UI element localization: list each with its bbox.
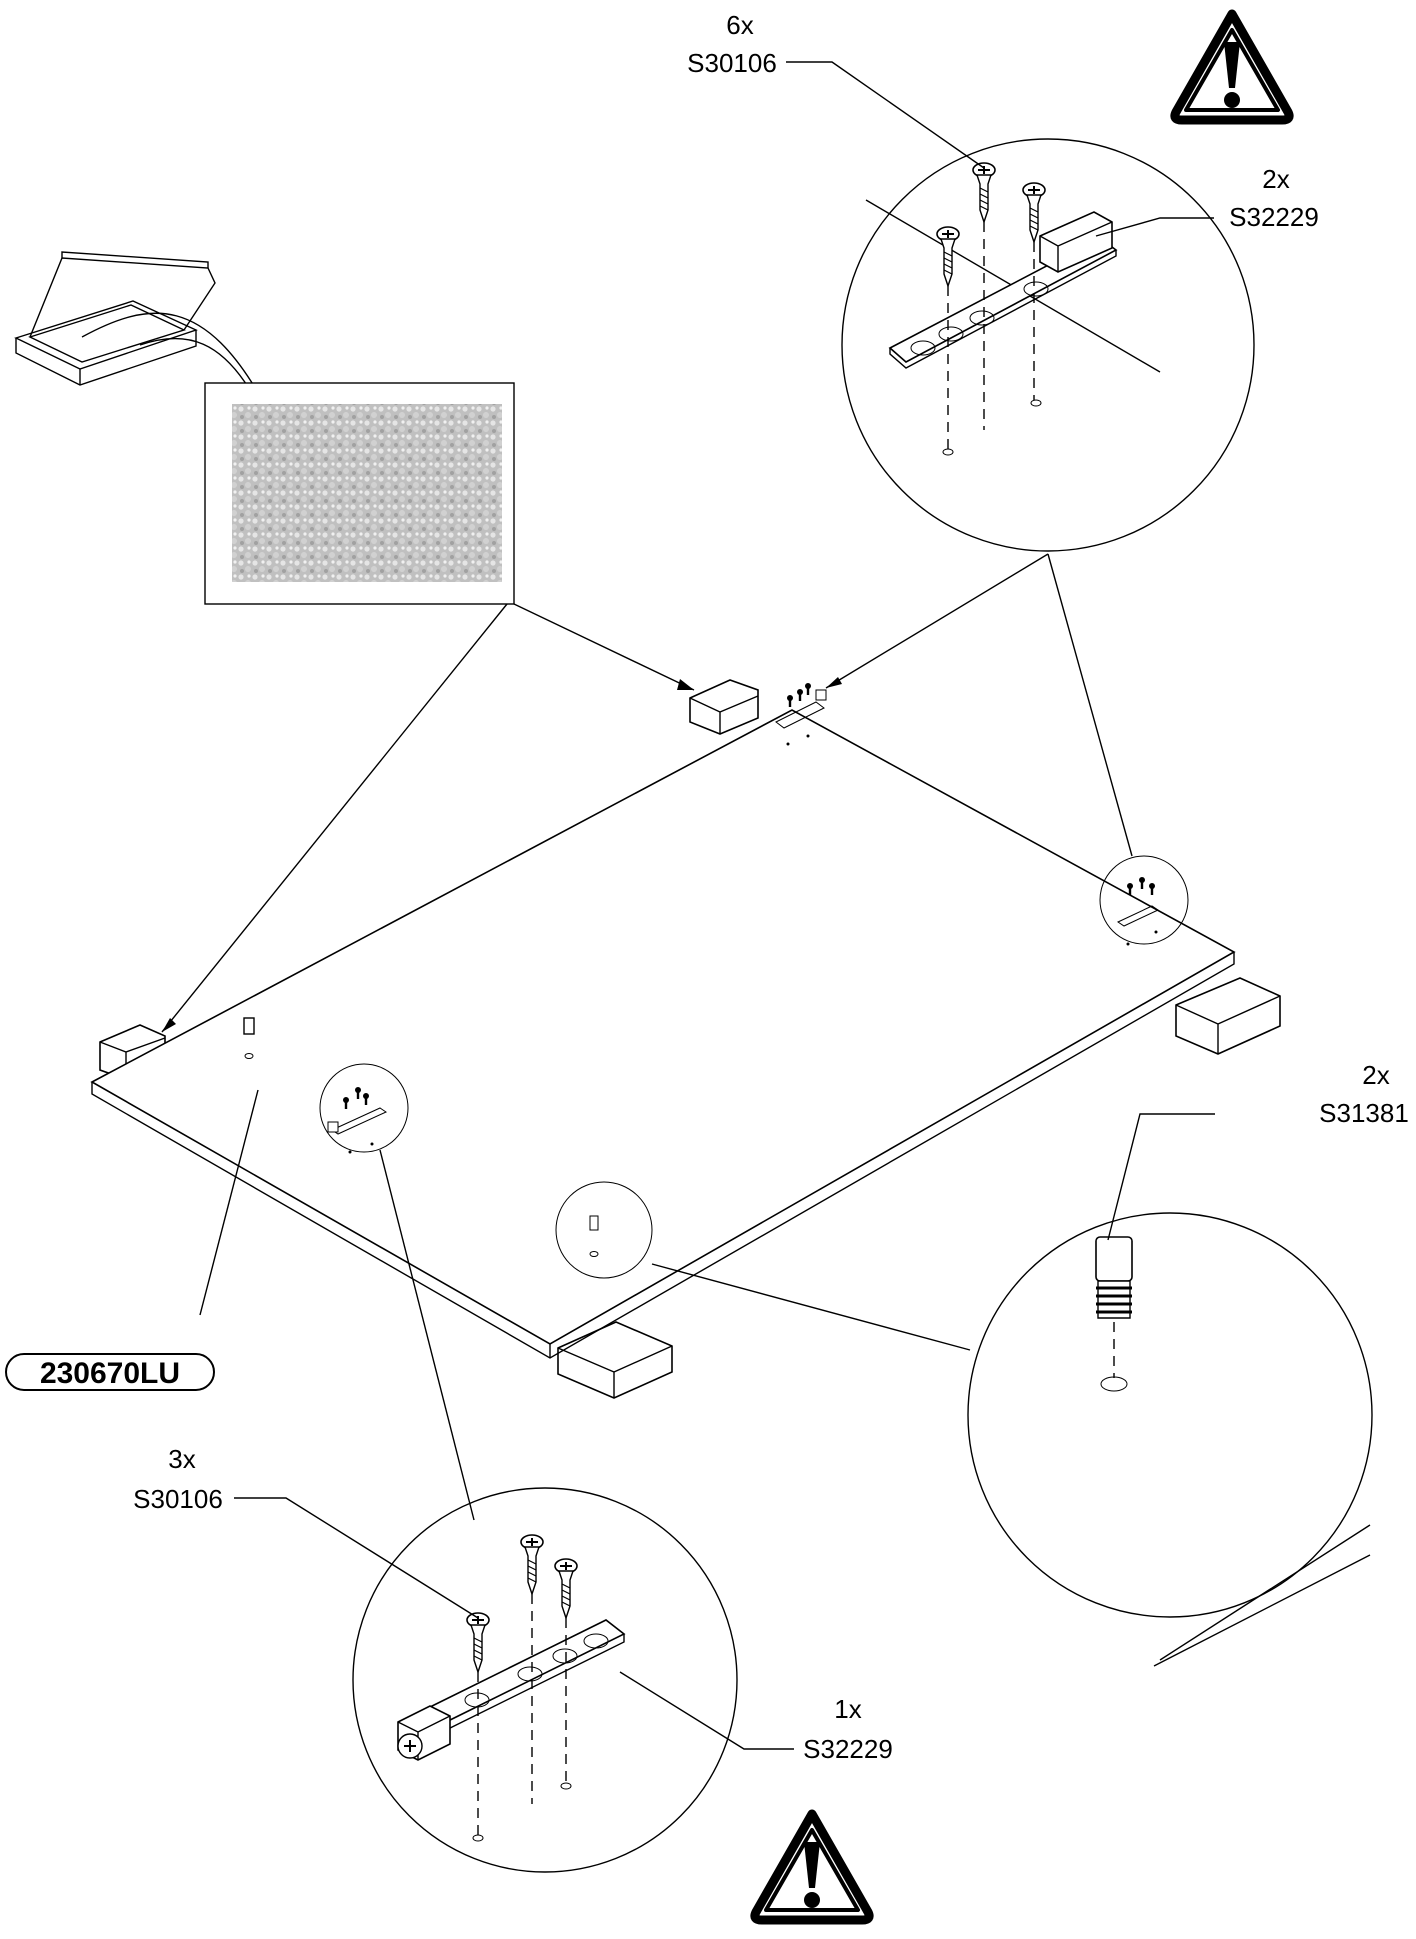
zoom-circle-top xyxy=(841,138,1255,552)
bottom-screws-code: S30106 xyxy=(133,1484,223,1514)
callout-pin-hardware xyxy=(589,1215,599,1257)
top-screws-code: S30106 xyxy=(687,48,777,78)
callout-circle-left xyxy=(319,1063,409,1153)
foam-pad-icon xyxy=(204,382,515,605)
bottom-hinge-code: S32229 xyxy=(803,1734,893,1764)
leader-top-hinge xyxy=(1095,217,1214,237)
packaging-box-icon xyxy=(14,251,266,406)
bottom-screws-qty: 3x xyxy=(168,1444,195,1474)
panel-hinge-top xyxy=(775,681,827,746)
callout-right-hardware xyxy=(1116,875,1160,946)
pin-code: S31381 xyxy=(1319,1098,1409,1128)
warning-triangle-icon xyxy=(755,1814,869,1920)
main-panel xyxy=(90,709,1236,1359)
leader-top-screws xyxy=(786,61,985,169)
leader-bottom-screws xyxy=(234,1497,479,1619)
pin-qty: 2x xyxy=(1362,1060,1389,1090)
leader-bottom-hinge xyxy=(619,1671,794,1750)
callout-circle-pin xyxy=(555,1181,653,1279)
bottom-hinge-qty: 1x xyxy=(834,1694,861,1724)
callout-circle-right xyxy=(1099,855,1189,945)
zoom-circle-bottom xyxy=(352,1487,738,1873)
panel-pin-left xyxy=(243,1017,255,1059)
callout-left-hardware xyxy=(327,1085,388,1154)
zoom-circle-pin xyxy=(967,1212,1373,1667)
panel-code-text: 230670LU xyxy=(40,1357,180,1390)
top-screws-qty: 6x xyxy=(726,10,753,40)
panel-code-label: 230670LU xyxy=(5,1353,215,1391)
leader-pin xyxy=(1107,1113,1215,1241)
top-hinge-code: S32229 xyxy=(1229,202,1319,232)
warning-triangle-icon xyxy=(1175,14,1289,120)
top-hinge-qty: 2x xyxy=(1262,164,1289,194)
